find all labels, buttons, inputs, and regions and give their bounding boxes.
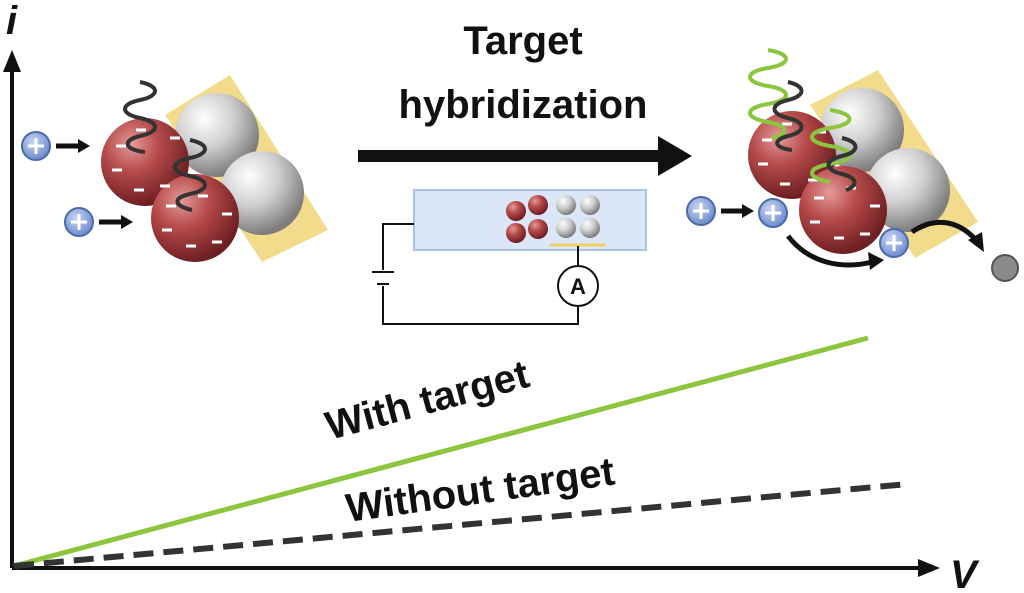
probe-dna-strand <box>123 80 157 154</box>
hybridization-arrow: Target hybridization <box>358 19 692 176</box>
arrow-head <box>658 136 692 176</box>
bead-cluster-before <box>101 75 328 262</box>
x-axis-arrowhead <box>918 559 940 577</box>
silver-bead <box>820 88 904 172</box>
cation-plus-icon <box>879 228 909 258</box>
cation-plus-icon <box>21 131 51 161</box>
cation-arrowhead <box>742 204 754 218</box>
axes: i V <box>3 0 980 593</box>
target-dna-strand <box>810 108 852 184</box>
y-axis-arrowhead <box>3 50 21 72</box>
anion-flow-arrow <box>910 219 978 242</box>
cation-plus-icon <box>686 196 716 226</box>
cation-flow-arrow <box>786 234 873 268</box>
probe-dna-strand <box>826 136 858 192</box>
cation-arrowhead <box>78 139 90 153</box>
battery-icon <box>372 271 394 285</box>
probe-dna-strand <box>772 80 804 152</box>
cation-flow-arrowhead <box>868 252 884 270</box>
cation-plus-icon <box>64 207 94 237</box>
cation-plus-icon <box>758 198 788 228</box>
arrow-label-line2: hybridization <box>399 83 648 127</box>
ammeter-label: A <box>570 274 586 299</box>
cation-arrowhead <box>121 215 133 229</box>
probe-dna-strand <box>173 138 207 212</box>
with-target-line <box>13 335 869 569</box>
silver-bead <box>220 151 304 235</box>
bead-negative-icon <box>101 118 189 206</box>
mini-bead-array <box>506 195 606 247</box>
arrow-label-line1: Target <box>463 19 582 63</box>
circuit-wire <box>382 223 579 325</box>
bead-cluster-after <box>748 48 978 258</box>
silver-bead <box>866 148 950 232</box>
bead-negative-icon <box>151 174 239 262</box>
ammeter-icon <box>557 265 599 307</box>
bead-negative-icon <box>799 166 887 254</box>
negative-charges <box>112 128 232 248</box>
anion-flow-arrowhead <box>968 232 984 252</box>
y-axis-label: i <box>6 0 18 43</box>
without-target-label: Without target <box>343 450 617 531</box>
target-dna-strand <box>748 48 788 140</box>
circuit-inset: A <box>372 189 647 325</box>
anion-icon <box>991 254 1019 282</box>
x-axis-label: V <box>950 553 980 593</box>
